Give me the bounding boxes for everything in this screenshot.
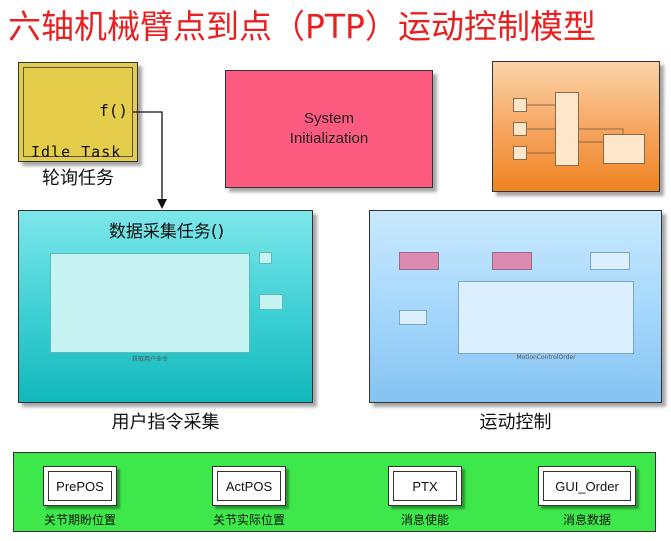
system-init-line2: Initialization (289, 130, 369, 147)
motion-input-port-1 (399, 252, 439, 270)
data-acq-output-port (259, 294, 283, 310)
config-output-block (603, 134, 645, 164)
page-title: 六轴机械臂点到点（PTP）运动控制模型 (8, 7, 596, 46)
data-store-gui-order[interactable]: GUI_Order (538, 466, 636, 506)
data-store-gui-order-caption: 消息数据 (562, 513, 611, 527)
get-user-command-label: 获取用户命令 (131, 356, 168, 363)
data-store-prepos[interactable]: PrePOS (43, 466, 117, 506)
data-store-ptx[interactable]: PTX (388, 466, 462, 506)
data-acquisition-block[interactable]: 数据采集任务() 获取用户命令 (18, 210, 313, 403)
idle-task-block[interactable]: f() Idle Task (18, 62, 138, 162)
config-mux-block (555, 92, 579, 166)
config-subsystem-block[interactable] (492, 61, 660, 192)
data-store-prepos-caption: 关节期盼位置 (43, 513, 116, 527)
data-acquisition-caption: 用户指令采集 (111, 412, 220, 433)
get-user-command-subsystem[interactable] (50, 253, 250, 353)
data-acquisition-title: 数据采集任务() (108, 222, 225, 242)
motion-output-port (590, 252, 630, 270)
config-input-port-2 (513, 122, 527, 136)
motion-control-order-subsystem[interactable] (458, 281, 634, 354)
data-store-prepos-name: PrePOS (48, 471, 112, 501)
function-call-port-label: f() (99, 101, 128, 120)
config-input-port-1 (513, 98, 527, 112)
motion-input-port-2 (492, 252, 532, 270)
motion-control-order-label: MotionControlOrder (516, 354, 576, 361)
data-acq-trigger-port (259, 252, 272, 264)
data-store-actpos-caption: 关节实际位置 (212, 513, 285, 527)
idle-task-caption: 轮询任务 (42, 168, 114, 189)
motion-control-block[interactable]: MotionControlOrder (369, 210, 662, 403)
motion-enable-port (399, 310, 427, 325)
idle-task-frame (23, 67, 133, 157)
data-store-gui-order-name: GUI_Order (543, 471, 631, 501)
data-store-ptx-caption: 消息使能 (400, 513, 449, 527)
idle-task-label: Idle Task (31, 143, 122, 161)
data-store-ptx-name: PTX (393, 471, 457, 501)
config-input-port-3 (513, 146, 527, 160)
motion-control-caption: 运动控制 (479, 412, 552, 433)
data-store-actpos[interactable]: ActPOS (212, 466, 286, 506)
system-initialization-block[interactable]: System Initialization (225, 70, 433, 188)
data-store-actpos-name: ActPOS (217, 471, 281, 501)
system-init-line1: System (303, 110, 354, 127)
config-internal-wiring (527, 104, 624, 154)
